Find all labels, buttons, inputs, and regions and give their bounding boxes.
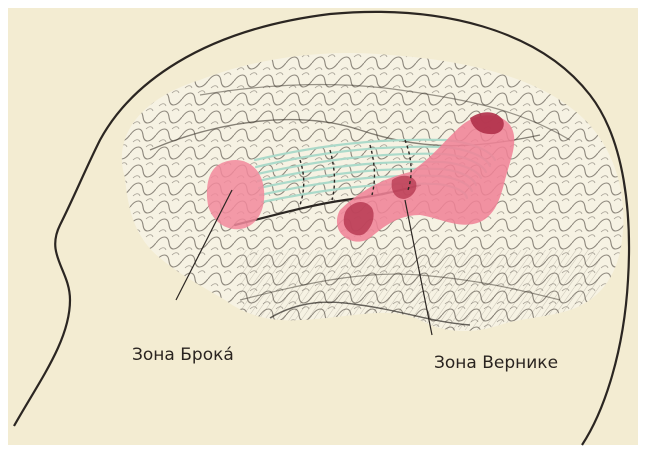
broca-area [207,160,264,229]
wernicke-label: Зона Вернике [434,353,558,373]
broca-label: Зона Брока́ [132,345,234,365]
